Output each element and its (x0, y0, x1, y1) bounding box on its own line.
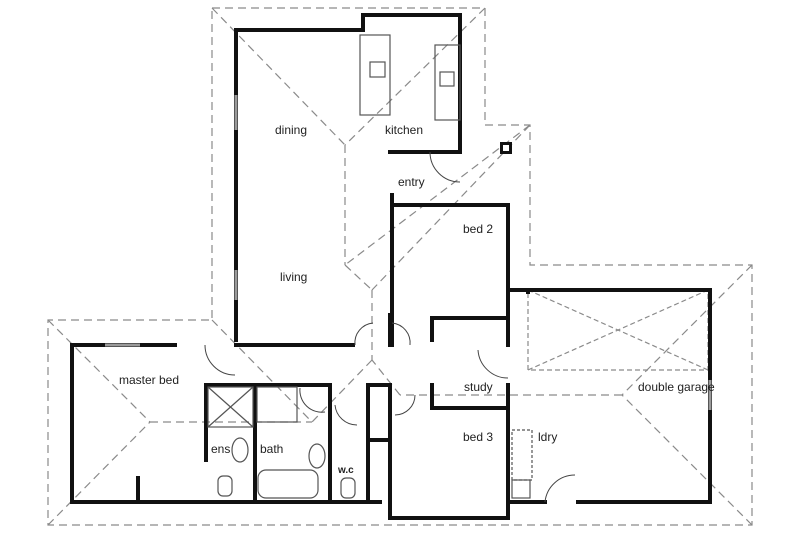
room-label-study: study (464, 380, 493, 394)
roof-outline (47, 7, 753, 526)
room-label-living: living (280, 270, 308, 284)
room-label-ens: ens (211, 442, 231, 456)
room-label-ldry: ldry (538, 430, 558, 444)
windows (105, 95, 712, 410)
room-label-bed-3: bed 3 (463, 430, 494, 444)
room-label-bath: bath (260, 442, 284, 456)
room-label-entry: entry (398, 175, 425, 189)
room-label-bed-2: bed 2 (463, 222, 494, 236)
fixtures (207, 34, 533, 499)
doors (204, 151, 576, 503)
room-label-dining: dining (275, 123, 308, 137)
walls (70, 13, 712, 520)
room-label-kitchen: kitchen (385, 123, 424, 137)
room-label-wc: w.c (338, 465, 354, 476)
room-label-double-garage: double garage (638, 380, 715, 394)
room-label-master-bed: master bed (119, 373, 180, 387)
